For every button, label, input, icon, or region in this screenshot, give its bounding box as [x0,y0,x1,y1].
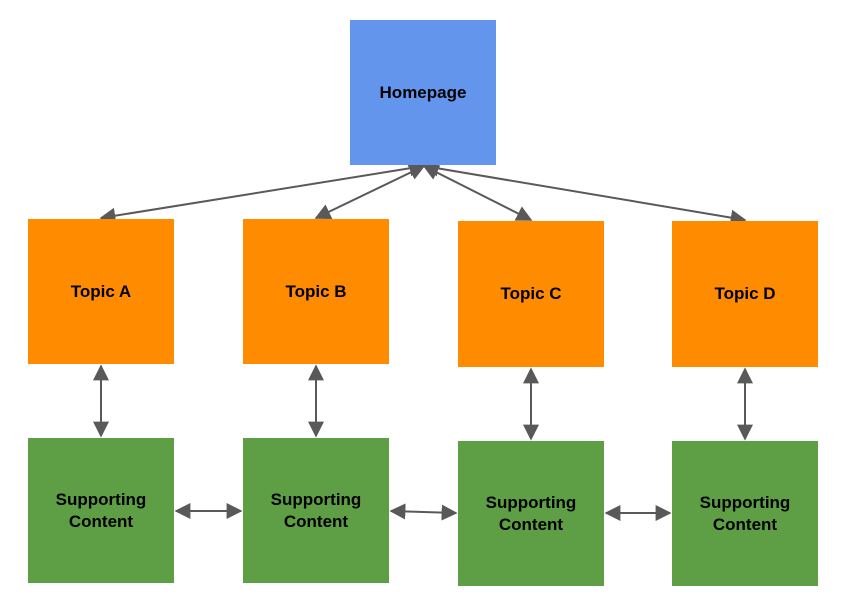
connector-home-topic-a [99,160,426,224]
topic-d-label: Topic D [714,284,776,303]
topic-a-label: Topic A [70,281,132,301]
topic-a-node: Topic A [28,219,174,364]
topic-d-node: Topic D [672,221,818,367]
connector-home-topic-d [422,160,747,226]
topic-c-label: Topic C [500,284,562,303]
supporting-content-d-label: Supporting Content [699,492,791,534]
homepage-node: Homepage [350,20,496,165]
topic-b-label: Topic B [285,281,347,301]
supporting-content-c-node: Supporting Content [458,441,604,586]
connector-support-b-support-c [389,503,458,521]
topic-c-node: Topic C [458,221,604,367]
topic-b-node: Topic B [243,219,389,364]
supporting-content-b-label: Supporting Content [270,489,362,531]
connector-home-topic-b [314,165,426,219]
supporting-content-b-node: Supporting Content [243,438,389,583]
supporting-content-d-node: Supporting Content [672,441,818,586]
homepage-label: Homepage [379,82,467,102]
supporting-content-a-label: Supporting Content [55,489,147,531]
supporting-content-c-label: Supporting Content [485,492,577,534]
supporting-content-a-node: Supporting Content [28,438,174,583]
